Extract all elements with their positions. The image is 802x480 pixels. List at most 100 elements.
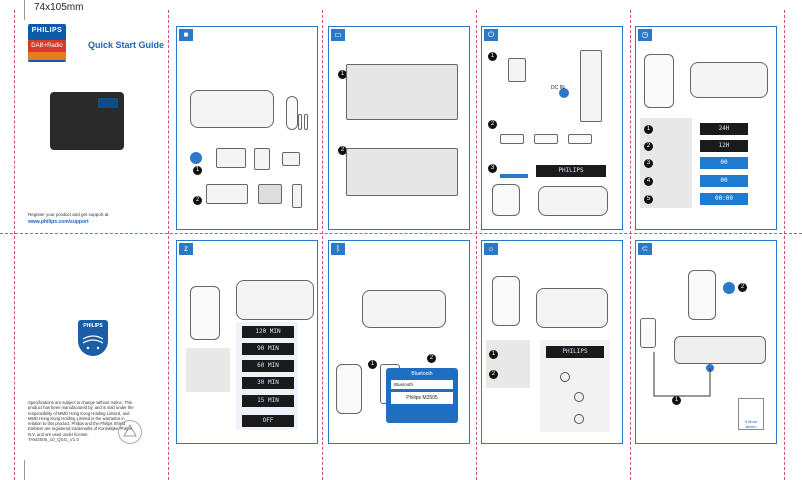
step-number: 1 [644,125,653,134]
stand-drawing [258,184,282,204]
cable-icon: ⊂ [638,243,652,255]
remote-drawing [492,276,520,326]
remote-battery-drawing [534,134,558,144]
remote-drawing [644,54,674,108]
box-icon: ■ [179,29,193,41]
sleep-display: 120 MIN [242,326,294,338]
philips-shield-logo: PHILIPS [78,320,108,356]
bulb-icon: ☼ [484,243,498,255]
sheet-size-label: 74x105mm [34,2,84,13]
clock-display: 00 [700,175,748,187]
source-button-icon [723,282,735,294]
shield-brand: PHILIPS [83,323,103,329]
cable-package-drawing: 3.5mm stereo [738,398,764,430]
audio-cable-drawing [653,352,711,397]
step-number: 3 [488,164,497,173]
dc-in-label: DC IN [551,85,565,91]
adapter-plug-drawing [508,58,526,82]
fold-line [168,10,169,480]
speaker-back-drawing [580,50,602,122]
step-number: 2 [427,354,436,363]
power-adapter-drawing [254,148,270,170]
power-icon: ⏻ [484,29,498,41]
sleep-display: 90 MIN [242,343,294,355]
cable-label: 3.5mm stereo [744,419,758,429]
remote-battery-drawing [568,134,592,144]
speaker-unit-drawing [538,186,608,216]
bluetooth-settings-card: Bluetooth Bluetooth Philips M2505 [386,368,458,423]
step-number: 1 [338,70,347,79]
brightness-mid-icon [574,392,584,402]
remote-drawing [688,270,716,320]
clock-display: 00 [700,157,748,169]
guide-title: Quick Start Guide [88,40,165,50]
step-number: 1 [488,52,497,61]
step-number: 2 [489,370,498,379]
bluetooth-toggle-row[interactable]: Bluetooth [391,380,453,389]
shield-emblem-icon [82,335,104,350]
sleep-display: OFF [242,415,294,427]
speaker-unit-drawing [536,288,608,328]
fold-line [784,10,785,480]
fold-line [322,10,323,480]
crop-mark [24,0,25,20]
fold-line-horizontal [0,233,802,234]
clock-display: 12H [700,140,748,152]
plug-adapter-drawing [282,152,300,166]
sleep-displays-box [236,322,298,430]
speaker-unit-drawing [690,62,768,98]
fold-line [14,10,15,480]
crop-mark [24,460,25,480]
speaker-back-drawing [674,336,766,364]
power-on-display: PHILIPS [536,165,606,177]
media-player-drawing [640,318,656,348]
step-number: 4 [644,177,653,186]
sleep-display: 30 MIN [242,377,294,389]
remote-battery-drawing [500,134,524,144]
stand-icon: ▭ [331,29,345,41]
bluetooth-device-name[interactable]: Philips M2505 [391,392,453,404]
remote-drawing [286,96,298,130]
step-number: 1 [193,166,202,175]
sleep-display: 60 MIN [242,360,294,372]
fold-line [630,10,631,480]
sleep-icon: z [179,243,193,255]
dc-in-port-icon [559,88,569,98]
speaker-unit-drawing [190,90,274,128]
step-number: 1 [489,350,498,359]
antenna-wire-drawing [292,184,302,208]
register-url: www.philips.com/support [28,219,89,225]
step-number: 2 [644,142,653,151]
step-number: 1 [368,360,377,369]
step-number: 2 [738,283,747,292]
step-number: 3 [644,159,653,168]
step-number: 2 [488,120,497,129]
specs-disclaimer: Specifications are subject to change wit… [28,400,134,437]
brand-name: PHILIPS [31,27,63,34]
clock-display: 00:00 [700,193,748,205]
sleep-display: 15 MIN [242,395,294,407]
stand-attached-drawing [346,148,458,196]
qsg-leaflet-drawing [206,184,248,204]
remote-drawing [336,364,362,414]
remote-drawing [190,286,220,340]
product-tag: DAB+Radio [28,40,66,52]
sleep-button-box [186,348,230,392]
document-id: TAM2505_10_QSG_V1.0 [28,437,79,442]
register-text: Register your product and get support at [28,212,109,217]
clock-display: 24H [700,123,748,135]
fold-line [476,10,477,480]
power-button-highlight [500,174,528,178]
battery-drawing [298,114,302,130]
clock-icon: ◷ [638,29,652,41]
steps-background [486,340,530,388]
user-info-icon [190,152,202,164]
speaker-unit-drawing [362,290,446,328]
recycle-icon [118,420,142,444]
remote-drawing [492,184,520,216]
stand-mount-drawing [346,64,458,120]
step-number: 1 [672,396,681,405]
brightness-low-icon [574,414,584,424]
bluetooth-card-title: Bluetooth [411,371,433,377]
brightness-high-icon [560,372,570,382]
